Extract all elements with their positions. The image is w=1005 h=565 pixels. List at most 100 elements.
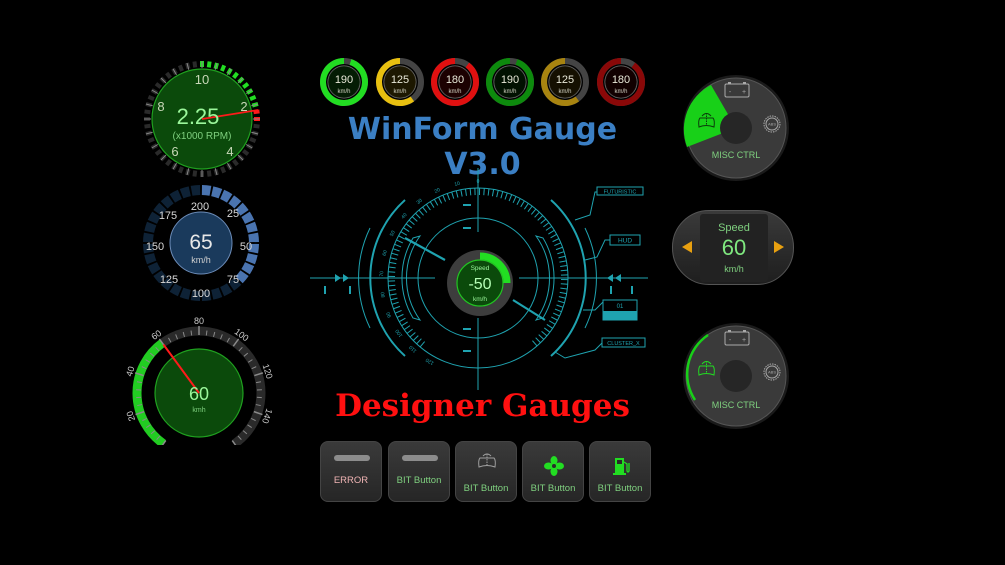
hud-tick <box>508 194 513 202</box>
hud-right-bracket <box>550 199 587 357</box>
error-bit-button[interactable]: ERROR <box>320 441 382 502</box>
misc-ctrl-knob-1[interactable]: - + ABS MISC CTRL <box>680 75 794 183</box>
mini-gauge-value: 125 <box>391 74 409 86</box>
misc-ctrl-hub[interactable] <box>720 112 752 144</box>
battery-plus-sign: + <box>742 337 746 344</box>
mini-gauge-value: 180 <box>612 74 630 86</box>
mini-gauge-unit: km/h <box>503 89 516 95</box>
rpm-tick-label: 6 <box>171 144 178 159</box>
speedometer-tick-label: 140 <box>260 407 274 424</box>
bit-button-fuel[interactable]: BIT Button <box>589 441 651 502</box>
hud-leader-hud <box>584 239 610 261</box>
mini-gauge-value: 180 <box>446 74 464 86</box>
ring-tick-label: 150 <box>146 241 164 253</box>
speedometer-tick <box>255 381 262 384</box>
speedometer-tick <box>243 352 249 357</box>
mini-gauge-value: 125 <box>556 74 574 86</box>
bit-button-fan[interactable]: BIT Button <box>522 441 584 502</box>
ring-segment <box>153 270 167 284</box>
speedometer-tick <box>250 417 256 422</box>
hud-tick <box>393 305 401 310</box>
hud-tick <box>523 203 529 210</box>
hud-left-outer-arc <box>358 227 371 329</box>
speedometer-tick <box>190 330 193 336</box>
hud-tick <box>560 269 568 272</box>
hud-tick <box>405 223 413 229</box>
bit-button-label: BIT Button <box>396 475 442 486</box>
speed-increase-arrow-icon[interactable] <box>774 241 784 253</box>
rpm-minor-tick <box>151 144 159 149</box>
rpm-minor-tick <box>227 162 232 170</box>
hud-tick <box>557 300 565 304</box>
hud-tick <box>389 261 397 265</box>
speedometer-tick-label: 20 <box>125 410 137 423</box>
rpm-minor-tick <box>160 77 167 84</box>
speedometer-empty-arc <box>159 326 266 445</box>
rpm-tick <box>249 137 257 144</box>
speed-decrease-arrow-icon[interactable] <box>682 241 692 253</box>
rpm-minor-tick <box>186 168 190 176</box>
hud-tag-hud-label: HUD <box>618 238 632 245</box>
ring-tick-label: 175 <box>159 210 177 222</box>
bar-indicator-icon <box>334 455 370 461</box>
mini-gauge-unit: km/h <box>448 89 461 95</box>
bit-button-wiper[interactable]: BIT Button <box>455 441 517 502</box>
bit-button-1[interactable]: BIT Button <box>388 441 450 502</box>
ring-segment <box>248 243 259 254</box>
hud-tick <box>460 189 463 197</box>
hud-scale-label: 40 <box>400 212 408 220</box>
rpm-tick <box>144 123 151 129</box>
hud-speed-label: Speed <box>471 265 490 272</box>
mini-gauge-progress <box>431 58 479 106</box>
ring-segment <box>220 189 233 203</box>
hud-tick <box>520 200 525 208</box>
ring-segment <box>169 189 182 203</box>
hud-tick <box>451 191 455 199</box>
speedometer-tick <box>137 404 143 407</box>
ring-segment <box>248 232 259 243</box>
misc-ctrl-knob-2[interactable]: - + ABS MISC CTRL <box>680 323 794 431</box>
hud-needle-left <box>404 237 446 261</box>
misc-ctrl-hub[interactable] <box>720 360 752 392</box>
rpm-tick-label: 2 <box>240 99 247 114</box>
mini-speed-gauge: 180 km/h <box>431 58 479 106</box>
speed-ring-hub <box>169 211 233 275</box>
hud-scale-label: 10 <box>454 181 461 188</box>
rpm-minor-tick <box>172 68 177 76</box>
hud-tick <box>409 332 416 338</box>
hud-scale-label: 70 <box>379 271 385 277</box>
rpm-tick <box>147 94 155 101</box>
hud-tick <box>491 189 495 197</box>
bar-indicator-icon <box>402 455 438 461</box>
ring-tick-label: 100 <box>192 288 210 300</box>
hud-tick <box>419 341 426 348</box>
hud-tick <box>391 252 399 256</box>
hud-tag-futuristic-label: FUTURISTIC <box>604 190 637 196</box>
rpm-minor-tick <box>172 162 177 170</box>
rpm-unit: (x1000 RPM) <box>173 131 232 142</box>
ring-segment <box>228 277 242 291</box>
ring-segment <box>241 211 255 224</box>
hud-tick <box>388 266 396 269</box>
hud-tick <box>411 216 418 222</box>
hud-tick <box>464 188 467 196</box>
hud-tick <box>543 222 550 228</box>
misc-ctrl-label: MISC CTRL <box>712 400 761 410</box>
speedometer-tick <box>247 424 252 428</box>
hud-tick <box>438 196 443 204</box>
hud-needle-right <box>512 299 546 321</box>
hud-scale-label: 100 <box>394 328 404 338</box>
hud-arrow-markers-right <box>607 274 633 294</box>
ring-segment <box>201 185 212 196</box>
hud-tick <box>545 225 553 231</box>
hud-tick <box>546 323 553 329</box>
speedometer-tick <box>155 346 160 352</box>
hud-tick <box>553 312 560 317</box>
ring-segment <box>228 195 242 209</box>
hud-scale-label: 110 <box>408 344 418 354</box>
ring-segment <box>179 186 191 199</box>
windshield-wiper-icon <box>698 361 715 376</box>
